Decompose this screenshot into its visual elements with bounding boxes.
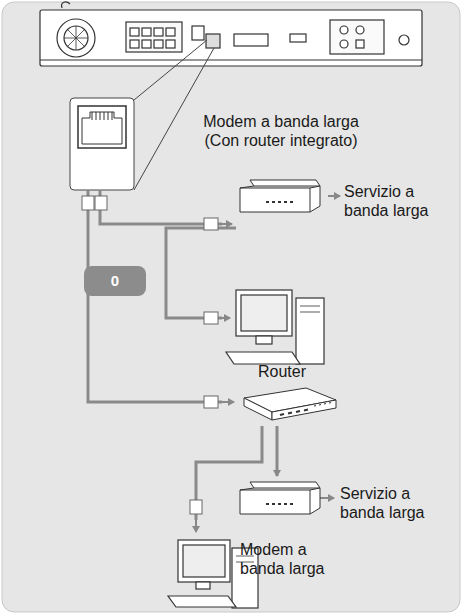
modem-icon [236,478,322,518]
icon-holder [236,478,322,522]
modem-node: Modem a banda larga (Con router integrat… [192,112,370,218]
computer-icon [226,290,324,364]
ethernet-port-zoom [70,98,134,190]
node-label: Modem a banda larga (Con router integrat… [192,112,370,150]
callout-number: 0 [84,271,146,290]
cable-plug [82,196,218,514]
icon-holder [236,176,322,220]
callout-badge [84,266,146,296]
zoom-leader [134,40,214,190]
icon-holder [236,384,340,428]
router-node: Router [214,362,350,426]
node-label: Modem a banda larga [236,540,354,578]
router-icon [236,384,340,424]
cable-connector [276,426,279,476]
service-label: Servizio a banda larga [340,484,448,522]
modem-icon [236,176,322,216]
device-rear [40,2,422,66]
modem-node: Modem a banda larga [236,476,354,580]
service-label: Servizio a banda larga [344,182,452,220]
node-label: Router [214,362,350,381]
